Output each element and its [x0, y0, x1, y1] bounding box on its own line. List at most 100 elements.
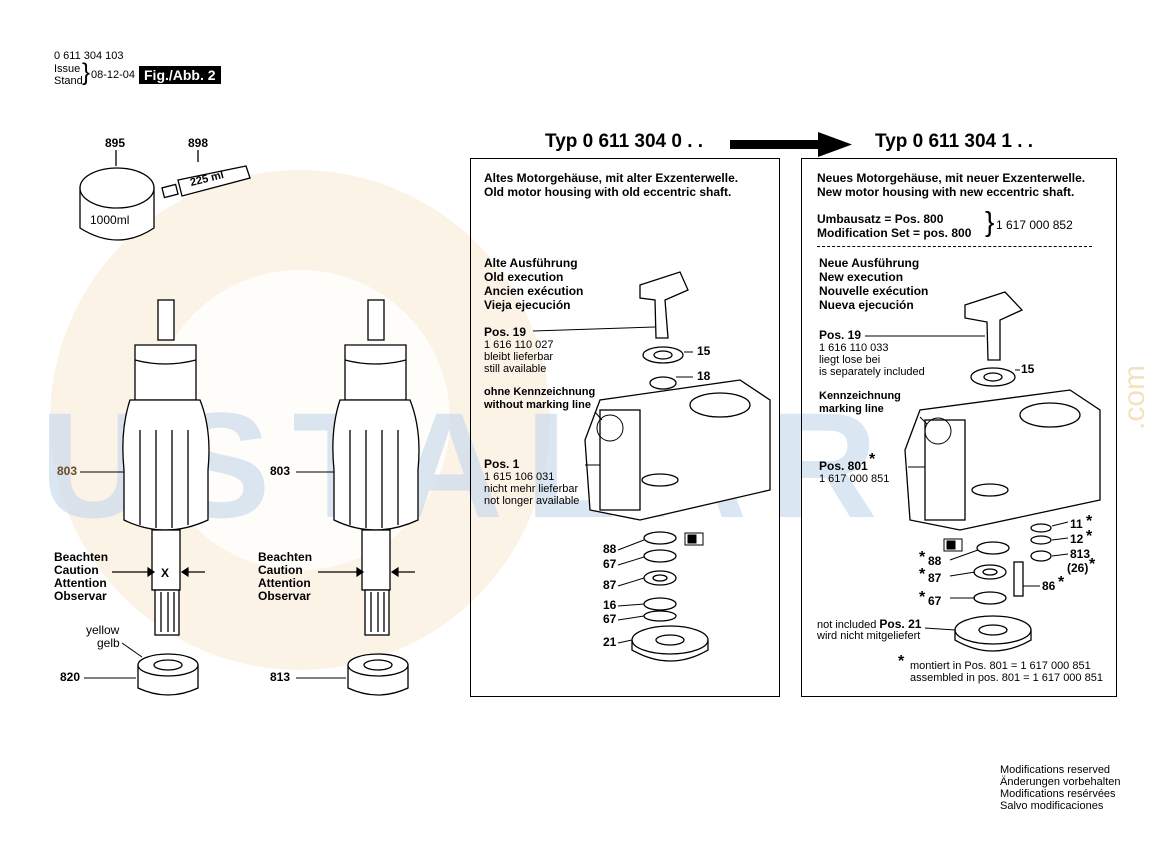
new-umbau-line1: Umbausatz = Pos. 800	[817, 212, 944, 226]
new-notinc-line1: not included Pos. 21	[817, 618, 921, 632]
arrow-icon	[730, 132, 852, 157]
new-marking-line2: marking line	[819, 403, 884, 415]
new-part-12: 12	[1070, 532, 1084, 546]
old-title-en: Old motor housing with old eccentric sha…	[484, 185, 732, 199]
new-part-11: 11	[1070, 517, 1083, 531]
doc-number: 0 611 304 103	[54, 50, 124, 62]
new-part-12-star: *	[1086, 528, 1093, 545]
new-title-en: New motor housing with new eccentric sha…	[817, 185, 1075, 199]
footer-line-fr: Modifications resérvées	[1000, 788, 1116, 800]
caution-line-fr: Attention	[54, 576, 107, 590]
armature-right-icon	[332, 299, 420, 636]
caution-line-fr: Attention	[258, 576, 311, 590]
old-pos19-line1: bleibt lieferbar	[484, 351, 554, 363]
part-803-right-label: 803	[270, 464, 291, 478]
part-820-label: 820	[60, 670, 81, 684]
old-exec-fr: Ancien exécution	[484, 284, 584, 298]
bearing-820-icon	[137, 653, 199, 696]
old-part-21: 21	[603, 635, 617, 649]
new-part-67-star: *	[919, 589, 926, 606]
new-title-de: Neues Motorgehäuse, mit neuer Exzenterwe…	[817, 171, 1086, 185]
old-part-67a: 67	[603, 557, 617, 571]
new-part-26: (26)	[1067, 561, 1089, 575]
footer-line-es: Salvo modificaciones	[1000, 800, 1104, 812]
new-part-87-star: *	[919, 566, 926, 583]
new-housing-icon	[904, 291, 1101, 652]
grease-symbol-icon	[684, 532, 704, 546]
new-pos19-line2: is separately included	[819, 366, 925, 378]
old-part-15: 15	[697, 344, 711, 358]
new-footnote-star: *	[898, 653, 905, 670]
new-exec-de: Neue Ausführung	[819, 256, 920, 270]
stand-label: Stand	[54, 75, 83, 87]
old-part-16: 16	[603, 598, 617, 612]
new-footnote-line2: assembled in pos. 801 = 1 617 000 851	[910, 672, 1103, 684]
part-803-left-label: 803	[57, 464, 78, 478]
gelb-label: gelb	[97, 636, 120, 650]
old-exec-de: Alte Ausführung	[484, 256, 578, 270]
x-mark: X	[161, 566, 170, 580]
new-marking-line1: Kennzeichnung	[819, 390, 901, 402]
old-housing-icon	[584, 271, 771, 662]
footer-line-de: Änderungen vorbehalten	[1000, 776, 1121, 788]
jar-volume-label: 1000ml	[90, 213, 130, 227]
new-umbau-number: 1 617 000 852	[996, 218, 1073, 232]
old-pos19-line2: still available	[484, 363, 547, 375]
new-part-86-star: *	[1058, 574, 1065, 591]
figure-badge: Fig./Abb. 2	[139, 66, 221, 84]
new-pos801-number: 1 617 000 851	[819, 473, 890, 485]
new-pos19-line1: liegt lose bei	[819, 354, 881, 366]
type-old-heading: Typ 0 611 304 0 . .	[545, 131, 704, 152]
part-898-label: 898	[188, 136, 209, 150]
new-part-11-star: *	[1086, 513, 1093, 530]
old-exec-en: Old execution	[484, 270, 564, 284]
new-umbau-underline	[817, 236, 1092, 247]
old-execution-panel	[470, 158, 780, 697]
new-part-15: 15	[1021, 362, 1035, 376]
new-part-87: 87	[928, 571, 942, 585]
caution-line-es: Observar	[258, 589, 311, 603]
new-part-26-star: *	[1089, 556, 1096, 573]
footer-line-en: Modifications reserved	[1000, 764, 1111, 776]
brace: }	[82, 59, 91, 86]
part-813-label: 813	[270, 670, 291, 684]
old-title-de: Altes Motorgehäuse, mit alter Exzenterwe…	[484, 171, 739, 185]
old-exec-es: Vieja ejecución	[484, 298, 571, 312]
caution-line-en: Caution	[258, 563, 303, 577]
old-marking-line1: ohne Kennzeichnung	[484, 386, 596, 398]
new-part-813: 813	[1070, 547, 1091, 561]
new-notinc-pos: Pos. 21	[879, 617, 922, 631]
grease-symbol-new-icon	[943, 538, 963, 552]
issue-date: 08-12-04	[91, 69, 136, 81]
armature-left-icon	[122, 299, 210, 636]
old-pos1-label: Pos. 1	[484, 457, 520, 471]
caution-line-de: Beachten	[54, 550, 109, 564]
old-pos19-label: Pos. 19	[484, 325, 527, 339]
caution-line-en: Caution	[54, 563, 99, 577]
issue-label: Issue	[54, 63, 81, 75]
new-umbau-line2: Modification Set = pos. 800	[817, 226, 972, 240]
grease-jar-icon	[79, 150, 155, 241]
old-pos19-number: 1 616 110 027	[484, 339, 554, 351]
new-pos801-star: *	[869, 451, 876, 468]
new-pos801-label: Pos. 801	[819, 459, 868, 473]
part-895-label: 895	[105, 136, 126, 150]
new-notinc-text: not included	[817, 619, 880, 631]
new-part-67: 67	[928, 594, 942, 608]
type-new-heading: Typ 0 611 304 1 . .	[875, 131, 1034, 152]
old-part-18: 18	[697, 369, 711, 383]
new-exec-fr: Nouvelle exécution	[819, 284, 929, 298]
old-part-88: 88	[603, 542, 617, 556]
new-part-88: 88	[928, 554, 942, 568]
old-marking-line2: without marking line	[484, 399, 591, 411]
grease-tube-icon	[161, 150, 251, 199]
new-part-86: 86	[1042, 579, 1056, 593]
new-notinc-line2: wird nicht mitgeliefert	[817, 630, 921, 642]
new-footnote-line1: montiert in Pos. 801 = 1 617 000 851	[910, 660, 1091, 672]
old-part-87: 87	[603, 578, 617, 592]
new-part-88-star: *	[919, 549, 926, 566]
new-execution-panel	[801, 158, 1117, 697]
yellow-label: yellow	[86, 623, 120, 637]
caution-line-de: Beachten	[258, 550, 313, 564]
old-pos1-number: 1 615 106 031	[484, 471, 555, 483]
